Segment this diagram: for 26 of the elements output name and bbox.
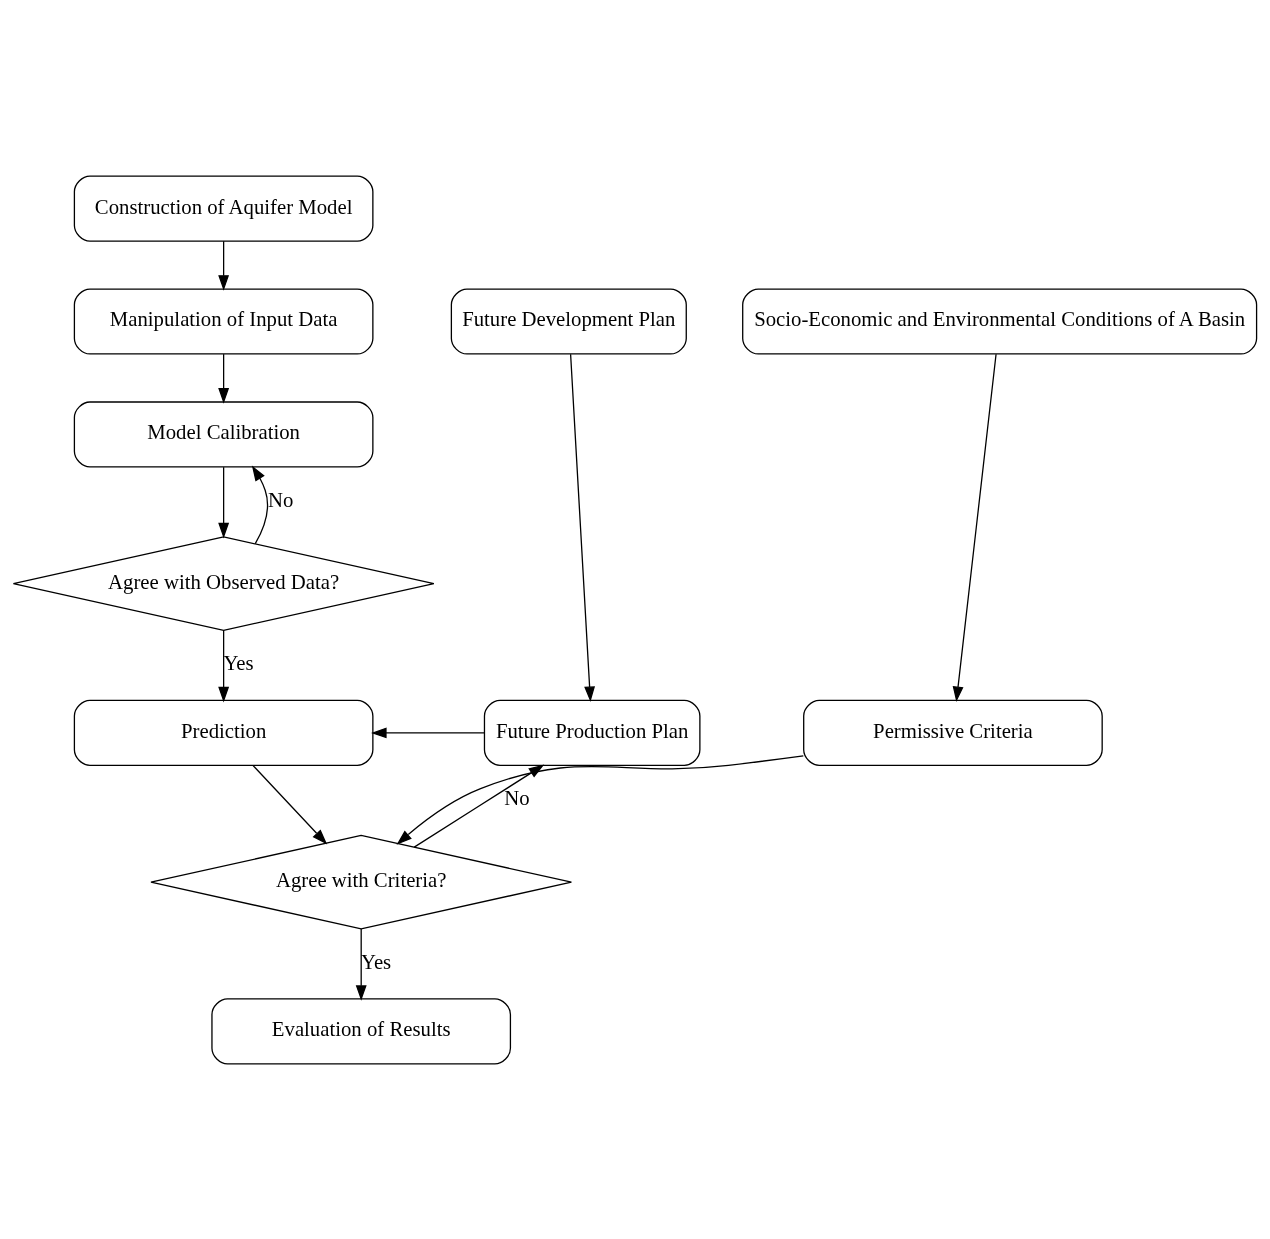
- node-diamond: Agree with Criteria?: [150, 834, 573, 929]
- node-box: Permissive Criteria: [803, 699, 1103, 766]
- arrow: [218, 353, 230, 404]
- arrow: [952, 353, 997, 702]
- arrow: [218, 629, 230, 702]
- node-box: Construction of Aquifer Model: [73, 175, 374, 242]
- arrow: [251, 465, 269, 544]
- arrow: [218, 240, 230, 291]
- arrow: [355, 927, 367, 1001]
- node-box: Future Production Plan: [483, 699, 701, 766]
- edge-label: Yes: [223, 651, 254, 674]
- node-box: Prediction: [73, 699, 374, 766]
- node-box: Model Calibration: [73, 400, 374, 467]
- node-box: Future Development Plan: [450, 287, 687, 355]
- node-box: Manipulation of Input Data: [73, 287, 374, 355]
- arrow: [252, 764, 328, 845]
- arrow: [396, 754, 804, 845]
- node-box: Evaluation of Results: [211, 997, 512, 1064]
- arrow: [569, 353, 596, 702]
- arrow: [218, 466, 230, 538]
- node-diamond: Agree with Observed Data?: [12, 535, 435, 631]
- edge-label: No: [504, 786, 530, 809]
- edge-label: No: [268, 488, 294, 511]
- arrow: [371, 726, 485, 738]
- node-box: Socio-Economic and Environmental Conditions of A Basin: [742, 287, 1258, 355]
- arrow: [413, 764, 545, 848]
